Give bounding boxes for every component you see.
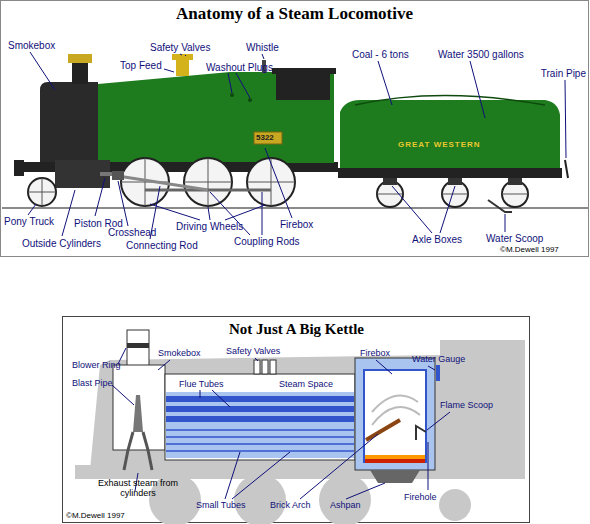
- part-label: Smokebox: [8, 40, 55, 51]
- number-plate: 5322: [256, 133, 274, 142]
- part-label: Train Pipe: [541, 68, 586, 79]
- part-label: Top Feed: [120, 60, 162, 71]
- part-label: Crosshead: [108, 227, 156, 238]
- panel-heading: Not Just A Big Kettle: [229, 321, 364, 338]
- part-label: Smokebox: [158, 348, 201, 359]
- part-label: Washout Plugs: [206, 62, 273, 73]
- tender-lettering: GREAT WESTERN: [398, 139, 481, 150]
- part-label: Flue Tubes: [178, 379, 225, 390]
- part-label: Ashpan: [330, 500, 361, 511]
- part-label: Outside Cylinders: [22, 238, 101, 249]
- part-label: Axle Boxes: [412, 234, 462, 245]
- copyright-note: ©M.Dewell 1997: [66, 510, 125, 521]
- part-label: Driving Wheels: [176, 221, 243, 232]
- part-label: Coal - 6 tons: [352, 49, 409, 60]
- part-label: Brick Arch: [270, 500, 311, 511]
- part-label: Water 3500 gallons: [438, 49, 524, 60]
- part-label: Flame Scoop: [440, 400, 493, 411]
- part-label: Blast Pipe: [72, 378, 113, 389]
- title: Anatomy of a Steam Locomotive: [176, 4, 413, 24]
- part-label: Safety Valves: [150, 42, 210, 53]
- part-label: Pony Truck: [4, 216, 54, 227]
- part-label: Firebox: [280, 219, 313, 230]
- part-label: Safety Valves: [226, 346, 280, 357]
- part-label: Coupling Rods: [234, 236, 300, 247]
- part-label: Connecting Rod: [126, 240, 198, 251]
- part-label: Whistle: [246, 42, 279, 53]
- part-label: Firehole: [404, 492, 437, 503]
- part-label: Exhaust steam from cylinders: [96, 478, 180, 498]
- copyright-note: ©M.Dewell 1997: [500, 244, 559, 255]
- part-label: Steam Space: [278, 379, 334, 390]
- part-label: Water Scoop: [486, 233, 543, 244]
- part-label: Small Tubes: [196, 500, 246, 511]
- part-label: Firebox: [360, 348, 390, 359]
- part-label: Water Gauge: [412, 354, 465, 365]
- part-label: Blower Ring: [72, 360, 121, 371]
